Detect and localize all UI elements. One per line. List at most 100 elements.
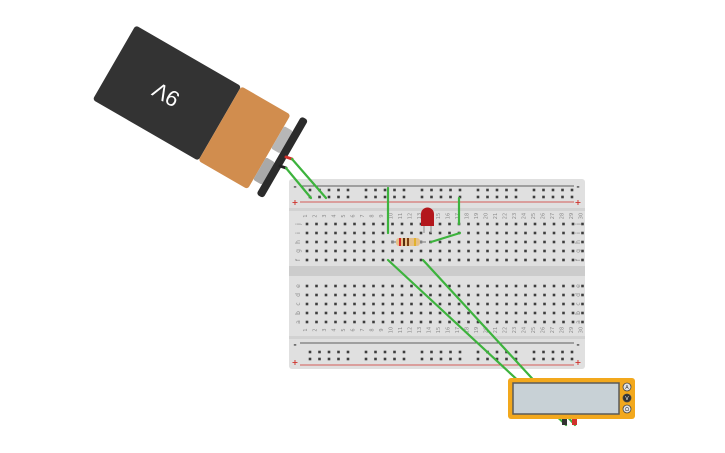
terminal-hole[interactable] — [334, 249, 337, 253]
rail-hole[interactable] — [402, 357, 406, 361]
terminal-hole[interactable] — [562, 311, 565, 315]
terminal-hole[interactable] — [315, 240, 318, 244]
terminal-hole[interactable] — [400, 320, 404, 324]
multimeter-mode-volt-button[interactable] — [622, 393, 632, 403]
terminal-hole[interactable] — [524, 222, 527, 226]
terminal-hole[interactable] — [438, 320, 442, 324]
rail-hole[interactable] — [514, 357, 518, 361]
rail-hole[interactable] — [393, 350, 396, 354]
terminal-hole[interactable] — [305, 249, 309, 253]
terminal-hole[interactable] — [524, 231, 527, 235]
multimeter-mode-ohm-button[interactable] — [622, 404, 632, 414]
terminal-hole[interactable] — [353, 311, 356, 315]
rail-hole[interactable] — [551, 188, 555, 192]
terminal-hole[interactable] — [552, 240, 556, 244]
terminal-hole[interactable] — [505, 311, 508, 315]
terminal-hole[interactable] — [391, 284, 394, 288]
terminal-hole[interactable] — [495, 320, 499, 324]
rail-hole[interactable] — [420, 195, 424, 199]
terminal-hole[interactable] — [400, 293, 404, 297]
terminal-hole[interactable] — [410, 284, 413, 288]
rail-hole[interactable] — [318, 195, 321, 199]
terminal-hole[interactable] — [372, 249, 375, 253]
terminal-hole[interactable] — [533, 302, 537, 306]
terminal-hole[interactable] — [533, 293, 537, 297]
terminal-hole[interactable] — [391, 302, 394, 306]
rail-hole[interactable] — [495, 188, 499, 192]
rail-hole[interactable] — [364, 195, 368, 199]
rail-hole[interactable] — [570, 195, 574, 199]
terminal-hole[interactable] — [381, 240, 385, 244]
rail-hole[interactable] — [393, 188, 396, 192]
rail-hole[interactable] — [327, 195, 331, 199]
terminal-hole[interactable] — [400, 222, 404, 226]
rail-hole[interactable] — [476, 350, 480, 354]
terminal-hole[interactable] — [448, 231, 451, 235]
terminal-hole[interactable] — [467, 258, 470, 262]
terminal-hole[interactable] — [334, 311, 337, 315]
terminal-hole[interactable] — [334, 222, 337, 226]
rail-hole[interactable] — [337, 188, 340, 192]
terminal-hole[interactable] — [467, 311, 470, 315]
terminal-hole[interactable] — [495, 284, 499, 288]
rail-hole[interactable] — [308, 350, 312, 354]
terminal-hole[interactable] — [495, 222, 499, 226]
terminal-hole[interactable] — [486, 240, 489, 244]
terminal-hole[interactable] — [334, 231, 337, 235]
terminal-hole[interactable] — [514, 258, 518, 262]
terminal-hole[interactable] — [429, 249, 432, 253]
terminal-hole[interactable] — [381, 320, 385, 324]
rail-hole[interactable] — [532, 357, 536, 361]
terminal-hole[interactable] — [505, 222, 508, 226]
terminal-hole[interactable] — [438, 311, 442, 315]
wire-battery-negative[interactable] — [284, 166, 313, 200]
rail-hole[interactable] — [374, 350, 377, 354]
terminal-hole[interactable] — [505, 249, 508, 253]
terminal-hole[interactable] — [343, 258, 347, 262]
terminal-hole[interactable] — [362, 258, 366, 262]
terminal-hole[interactable] — [324, 222, 328, 226]
terminal-hole[interactable] — [476, 240, 480, 244]
terminal-hole[interactable] — [533, 284, 537, 288]
terminal-hole[interactable] — [343, 222, 347, 226]
terminal-hole[interactable] — [467, 222, 470, 226]
rail-hole[interactable] — [374, 357, 377, 361]
terminal-hole[interactable] — [429, 284, 432, 288]
terminal-hole[interactable] — [448, 302, 451, 306]
rail-hole[interactable] — [308, 357, 312, 361]
rail-hole[interactable] — [561, 195, 564, 199]
terminal-hole[interactable] — [343, 240, 347, 244]
terminal-hole[interactable] — [524, 240, 527, 244]
rail-hole[interactable] — [532, 350, 536, 354]
terminal-hole[interactable] — [552, 302, 556, 306]
terminal-hole[interactable] — [476, 293, 480, 297]
terminal-hole[interactable] — [334, 284, 337, 288]
rail-hole[interactable] — [486, 195, 489, 199]
terminal-hole[interactable] — [571, 240, 575, 244]
terminal-hole[interactable] — [438, 240, 442, 244]
rail-hole[interactable] — [458, 350, 462, 354]
rail-hole[interactable] — [561, 357, 564, 361]
rail-hole[interactable] — [383, 188, 387, 192]
rail-hole[interactable] — [532, 195, 536, 199]
terminal-hole[interactable] — [505, 240, 508, 244]
terminal-hole[interactable] — [552, 284, 556, 288]
terminal-hole[interactable] — [457, 258, 461, 262]
rail-hole[interactable] — [364, 350, 368, 354]
terminal-hole[interactable] — [305, 240, 309, 244]
rail-hole[interactable] — [542, 195, 545, 199]
terminal-hole[interactable] — [486, 293, 489, 297]
rail-hole[interactable] — [561, 188, 564, 192]
terminal-hole[interactable] — [410, 222, 413, 226]
terminal-hole[interactable] — [315, 249, 318, 253]
terminal-hole[interactable] — [581, 311, 584, 315]
terminal-hole[interactable] — [581, 284, 584, 288]
rail-hole[interactable] — [449, 195, 452, 199]
terminal-hole[interactable] — [400, 231, 404, 235]
terminal-hole[interactable] — [505, 258, 508, 262]
terminal-hole[interactable] — [372, 320, 375, 324]
terminal-hole[interactable] — [448, 222, 451, 226]
terminal-hole[interactable] — [362, 240, 366, 244]
rail-hole[interactable] — [318, 357, 321, 361]
terminal-hole[interactable] — [476, 231, 480, 235]
